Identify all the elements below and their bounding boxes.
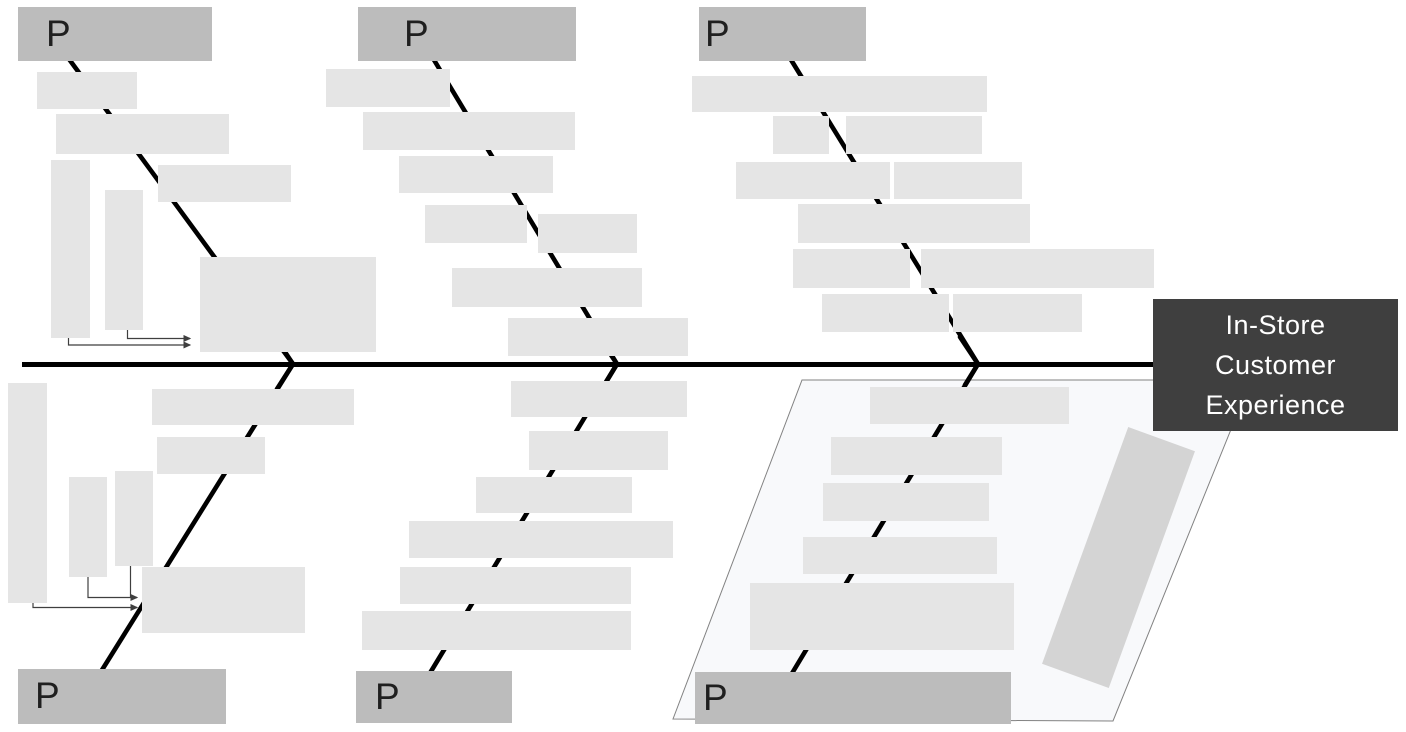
cause-box-vertical[interactable] [105,190,143,330]
effect-box[interactable]: In-Store Customer Experience [1153,299,1398,431]
junction-chevron-left [274,349,296,392]
branch-header-bottom-right[interactable]: P [695,672,1011,724]
cause-box[interactable] [846,116,982,154]
cause-box-large[interactable] [142,567,305,633]
cause-box[interactable] [157,437,265,474]
cause-box[interactable] [793,249,910,288]
branch-p-label: P [46,12,71,54]
cause-box[interactable] [399,156,553,193]
cause-box[interactable] [362,611,631,650]
junction-chevron-middle [603,349,620,385]
cause-box[interactable] [692,76,987,112]
cause-box-large[interactable] [200,257,376,352]
cause-box[interactable] [736,162,890,199]
cause-box[interactable] [37,72,137,109]
cause-box[interactable] [363,112,575,150]
elbow-connector-top-1 [126,329,192,343]
cause-box[interactable] [508,318,688,356]
cause-box-vertical[interactable] [8,383,47,603]
cause-box-vertical[interactable] [115,471,153,566]
cause-box[interactable] [798,204,1030,243]
branch-p-label: P [375,675,400,717]
effect-line-2: Customer [1214,350,1337,380]
branch-header-bottom-middle[interactable]: P [356,671,512,723]
cause-box[interactable] [425,205,527,243]
branch-header-top-left[interactable]: P [18,7,212,61]
cause-box[interactable] [511,381,687,417]
cause-box-vertical[interactable] [51,160,90,338]
note-rotated-bar [1042,426,1195,689]
branch-header-top-right[interactable]: P [699,7,866,61]
branch-p-label: P [35,675,60,716]
cause-box[interactable] [894,162,1022,199]
elbow-connector-bottom-1 [87,577,139,602]
cause-box[interactable] [152,389,354,425]
cause-box[interactable] [529,431,668,470]
cause-box[interactable] [538,214,637,253]
cause-box[interactable] [822,294,949,332]
branch-header-bottom-left[interactable]: P [18,669,226,724]
cause-box[interactable] [953,294,1082,332]
junction-chevron-right [957,334,981,388]
branch-p-label: P [705,12,730,54]
effect-line-3: Experience [1205,390,1346,420]
cause-box[interactable] [409,521,673,558]
cause-box[interactable] [803,537,997,574]
branch-p-label: P [703,676,728,718]
cause-box[interactable] [921,249,1154,288]
branch-header-top-middle[interactable]: P [358,7,576,61]
branch-p-label: P [404,12,429,54]
cause-box[interactable] [158,165,291,202]
branch-line-top-middle [422,42,620,367]
cause-box[interactable] [56,114,229,154]
elbow-connector-bottom-2 [32,603,139,612]
elbow-connector-top-2 [67,336,192,349]
cause-box[interactable] [452,268,642,307]
cause-box-vertical[interactable] [69,477,107,577]
cause-box-large[interactable] [750,583,1014,650]
cause-box[interactable] [831,437,1002,475]
cause-box[interactable] [476,477,632,513]
cause-box[interactable] [400,567,631,604]
cause-box[interactable] [870,387,1069,424]
cause-box[interactable] [773,116,829,154]
cause-box[interactable] [823,483,989,521]
effect-line-1: In-Store [1225,310,1326,340]
cause-box[interactable] [326,69,450,107]
